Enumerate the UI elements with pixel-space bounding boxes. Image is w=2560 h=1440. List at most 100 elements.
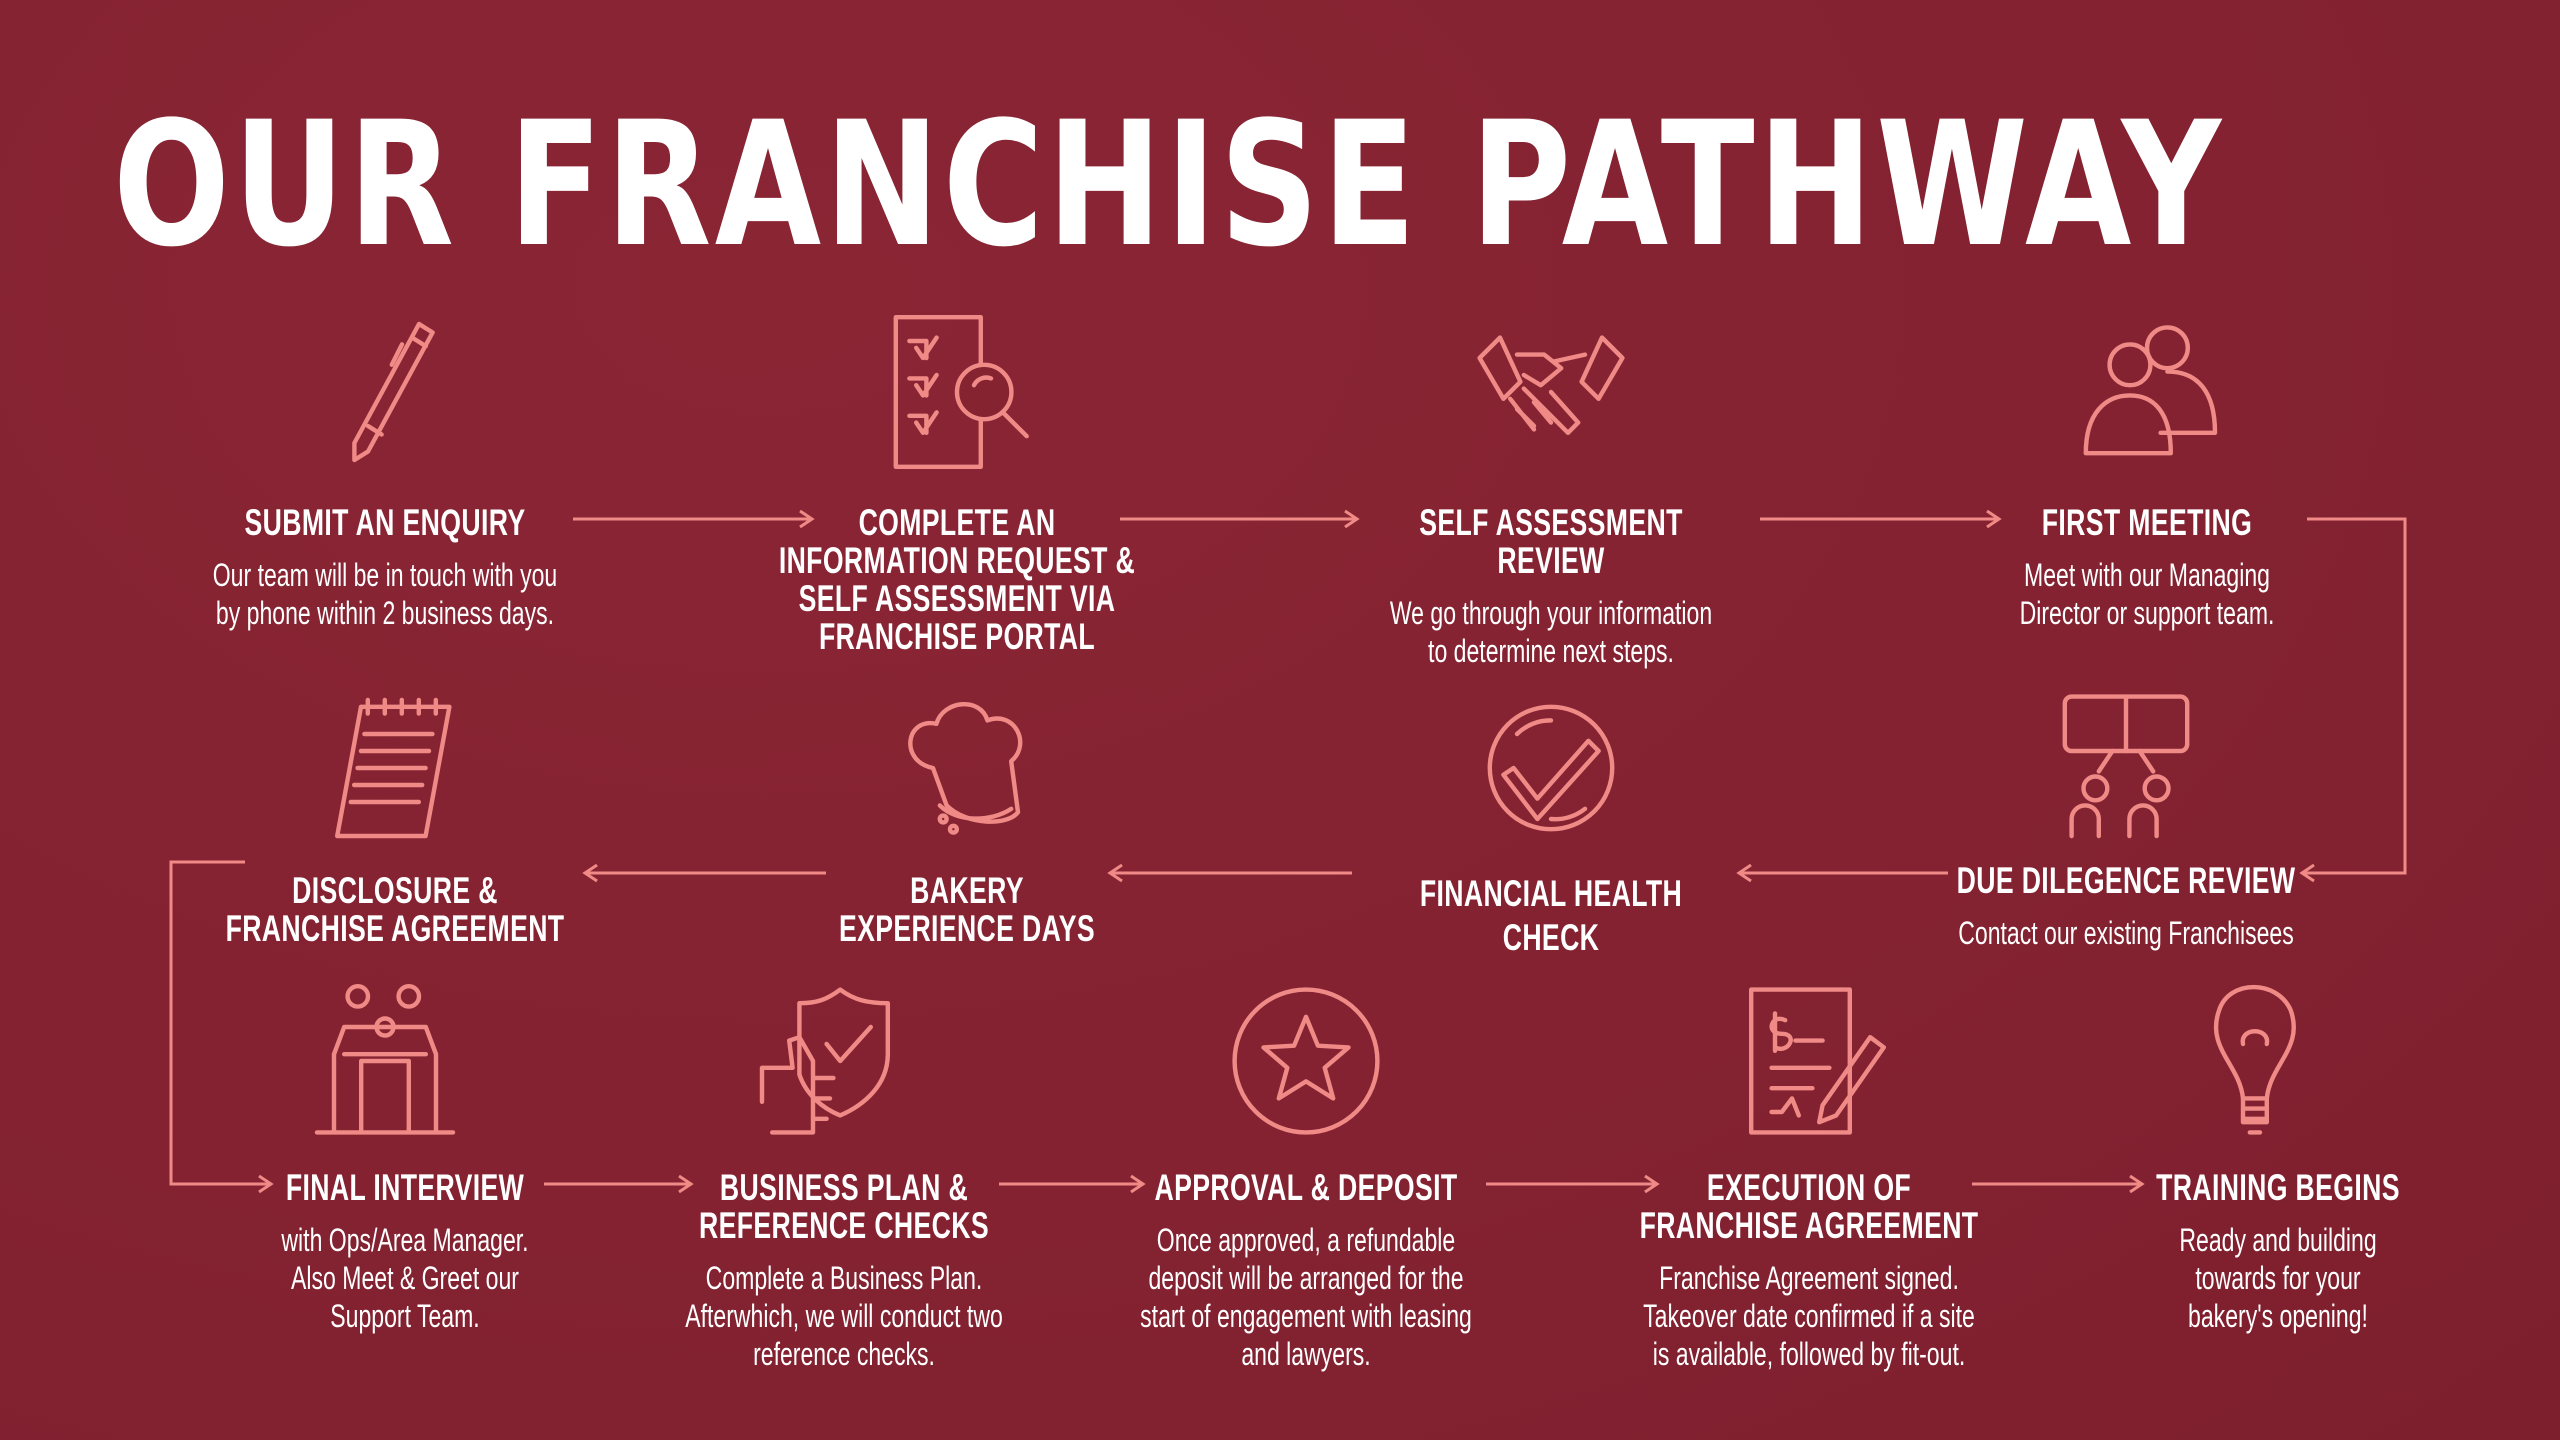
step-description-line: and lawyers. — [1241, 1336, 1371, 1372]
checklist-search-icon — [872, 307, 1042, 477]
step-business-plan-reference-checks: BUSINESS PLAN &REFERENCE CHECKS Complete … — [592, 1169, 1096, 1373]
connector-8-9 — [169, 860, 274, 1194]
step-final-interview: FINAL INTERVIEW with Ops/Area Manager.Als… — [153, 1169, 657, 1335]
step-title-line: TRAINING BEGINS — [2156, 1167, 2400, 1208]
arrow-7-8 — [582, 863, 826, 883]
step-title-line: FRANCHISE AGREEMENT — [1639, 1205, 1979, 1246]
step-description-line: Afterwhich, we will conduct two — [685, 1298, 1003, 1334]
step-submit-an-enquiry: SUBMIT AN ENQUIRY Our team will be in tou… — [133, 504, 637, 632]
step-description-line: Takeover date confirmed if a site — [1643, 1298, 1975, 1334]
step-title-line: FINANCIAL HEALTH — [1419, 873, 1683, 914]
step-title-line: DUE DILEGENCE REVIEW — [1956, 860, 2296, 901]
step-description: Contact our existing Franchisees — [1874, 914, 2378, 952]
step-title-line: INFORMATION REQUEST & — [778, 540, 1136, 581]
step-title: DISCLOSURE &FRANCHISE AGREEMENT — [143, 872, 647, 948]
step-title-line: SELF ASSESSMENT VIA — [798, 578, 1116, 619]
step-description-line: reference checks. — [753, 1336, 935, 1372]
arrow-9-10 — [544, 1174, 694, 1194]
step-title: FIRST MEETING — [1895, 504, 2399, 542]
step-description-line: Once approved, a refundable — [1156, 1222, 1456, 1258]
thumbs-up-shield-icon — [745, 976, 915, 1146]
notepad-icon — [310, 683, 480, 853]
step-description-line: deposit will be arranged for the — [1148, 1260, 1464, 1296]
step-description-line: Also Meet & Greet our — [291, 1260, 519, 1296]
step-title-line: BAKERY — [910, 870, 1024, 911]
arrow-12-13 — [1972, 1174, 2145, 1194]
step-description-line: Contact our existing Franchisees — [1958, 915, 2294, 951]
step-description-line: We go through your information — [1389, 595, 1713, 631]
step-title-line: SELF ASSESSMENT — [1419, 502, 1683, 543]
step-description-line: Support Team. — [330, 1298, 480, 1334]
arrow-5-6 — [1736, 863, 1948, 883]
check-circle-icon — [1466, 683, 1636, 853]
meeting-board-icon — [2041, 683, 2211, 853]
step-title-line: FRANCHISE PORTAL — [818, 616, 1096, 657]
handshake-icon — [1466, 307, 1636, 477]
step-title-line: REVIEW — [1497, 540, 1605, 581]
two-people-icon — [2062, 307, 2232, 477]
step-title-line: FRANCHISE AGREEMENT — [225, 908, 565, 949]
step-title-line: BUSINESS PLAN & — [719, 1167, 969, 1208]
star-circle-icon — [1221, 976, 1391, 1146]
step-description-line: to determine next steps. — [1428, 633, 1674, 669]
step-description-line: Meet with our Managing — [2024, 557, 2270, 593]
step-description-line: Franchise Agreement signed. — [1659, 1260, 1959, 1296]
arrow-6-7 — [1107, 863, 1352, 883]
connector-4-5 — [2299, 517, 2407, 883]
step-description: Complete a Business Plan.Afterwhich, we … — [592, 1259, 1096, 1373]
step-title: TRAINING BEGINS — [2026, 1169, 2530, 1207]
step-description-line: with Ops/Area Manager. — [281, 1222, 529, 1258]
step-description-line: Director or support team. — [2019, 595, 2275, 631]
lightbulb-icon — [2175, 976, 2345, 1146]
chef-hat-icon — [882, 683, 1052, 853]
arrow-11-12 — [1486, 1174, 1660, 1194]
step-title-line: REFERENCE CHECKS — [699, 1205, 989, 1246]
arrow-3-4 — [1760, 509, 2002, 529]
step-due-dilegence-review: DUE DILEGENCE REVIEW Contact our existing… — [1874, 862, 2378, 952]
step-title-line: EXPERIENCE DAYS — [838, 908, 1096, 949]
step-approval-deposit: APPROVAL & DEPOSIT Once approved, a refun… — [1054, 1169, 1558, 1373]
step-description-line: start of engagement with leasing — [1140, 1298, 1472, 1334]
step-title-line: APPROVAL & DEPOSIT — [1154, 1167, 1458, 1208]
step-title-line: CHECK — [1502, 917, 1600, 958]
step-title: BUSINESS PLAN &REFERENCE CHECKS — [592, 1169, 1096, 1245]
page-title: OUR FRANCHISE PATHWAY — [113, 84, 2225, 285]
step-description-line: bakery's opening! — [2188, 1298, 2368, 1334]
arrows — [169, 509, 2407, 1194]
step-description-line: Complete a Business Plan. — [705, 1260, 983, 1296]
step-description-line: Our team will be in touch with you — [212, 557, 558, 593]
step-title-line: FINAL INTERVIEW — [285, 1167, 525, 1208]
step-title: FINAL INTERVIEW — [153, 1169, 657, 1207]
interview-people-icon — [300, 976, 470, 1146]
step-title: DUE DILEGENCE REVIEW — [1874, 862, 2378, 900]
step-description: Franchise Agreement signed.Takeover date… — [1557, 1259, 2061, 1373]
arrow-10-11 — [999, 1174, 1146, 1194]
step-disclosure-franchise-agreement: DISCLOSURE &FRANCHISE AGREEMENT — [143, 872, 647, 948]
step-description: with Ops/Area Manager.Also Meet & Greet … — [153, 1221, 657, 1335]
contract-sign-icon — [1724, 976, 1894, 1146]
pen-icon — [300, 307, 470, 477]
step-title: APPROVAL & DEPOSIT — [1054, 1169, 1558, 1207]
step-title: SUBMIT AN ENQUIRY — [133, 504, 637, 542]
step-title-line: COMPLETE AN — [858, 502, 1056, 543]
step-description-line: by phone within 2 business days. — [215, 595, 555, 631]
step-title-line: FIRST MEETING — [2041, 502, 2253, 543]
